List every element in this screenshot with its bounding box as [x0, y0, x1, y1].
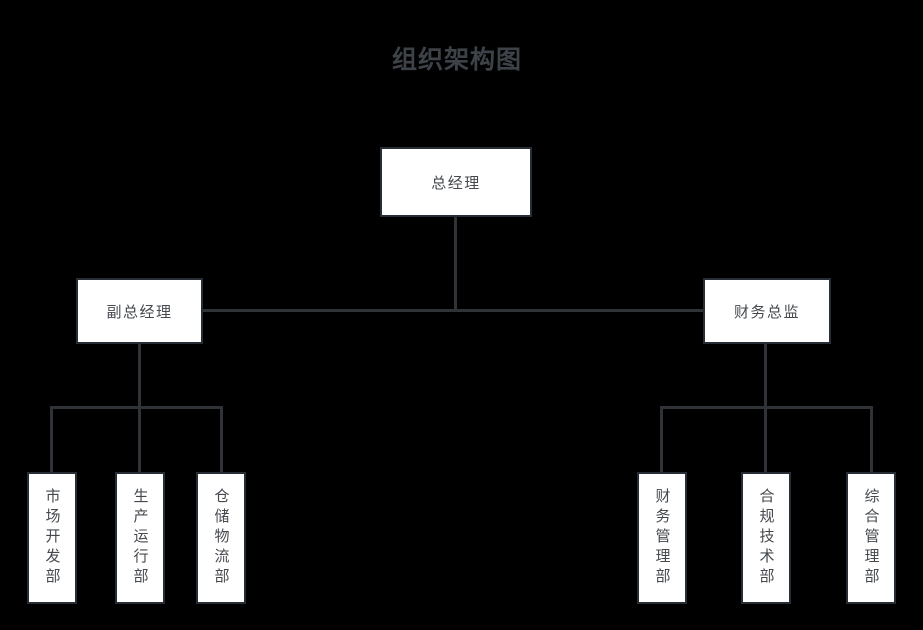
node-dept-market-development-label: 市场开发部	[43, 488, 61, 588]
node-dept-financial-management[interactable]: 财务管理部	[637, 472, 687, 604]
node-finance-director[interactable]: 财务总监	[703, 278, 831, 344]
connector-left-horizontal	[50, 406, 223, 409]
node-general-manager-label: 总经理	[431, 174, 481, 192]
node-dept-warehouse-logistics[interactable]: 仓储物流部	[196, 472, 246, 604]
node-deputy-general-manager[interactable]: 副总经理	[76, 278, 203, 344]
connector-drop-market	[50, 406, 53, 472]
node-deputy-general-manager-label: 副总经理	[106, 303, 173, 321]
node-dept-compliance-technology-label: 合规技术部	[757, 488, 775, 588]
node-dept-market-development[interactable]: 市场开发部	[27, 472, 77, 604]
node-finance-director-label: 财务总监	[733, 303, 800, 321]
node-dept-compliance-technology[interactable]: 合规技术部	[741, 472, 791, 604]
node-dept-general-administration-label: 综合管理部	[862, 488, 880, 588]
node-dept-production-operation-label: 生产运行部	[131, 488, 149, 588]
chart-title: 组织架构图	[391, 46, 523, 74]
connector-drop-finance-dept	[660, 406, 663, 472]
connector-main-horizontal	[202, 309, 704, 312]
connector-right-horizontal	[660, 406, 873, 409]
node-dept-production-operation[interactable]: 生产运行部	[115, 472, 165, 604]
node-general-manager[interactable]: 总经理	[380, 147, 532, 217]
connector-root-vertical	[454, 216, 457, 312]
node-dept-warehouse-logistics-label: 仓储物流部	[212, 488, 230, 588]
node-dept-general-administration[interactable]: 综合管理部	[846, 472, 896, 604]
node-dept-financial-management-label: 财务管理部	[653, 488, 671, 588]
connector-drop-warehouse	[220, 406, 223, 472]
connector-drop-general-admin	[870, 406, 873, 472]
